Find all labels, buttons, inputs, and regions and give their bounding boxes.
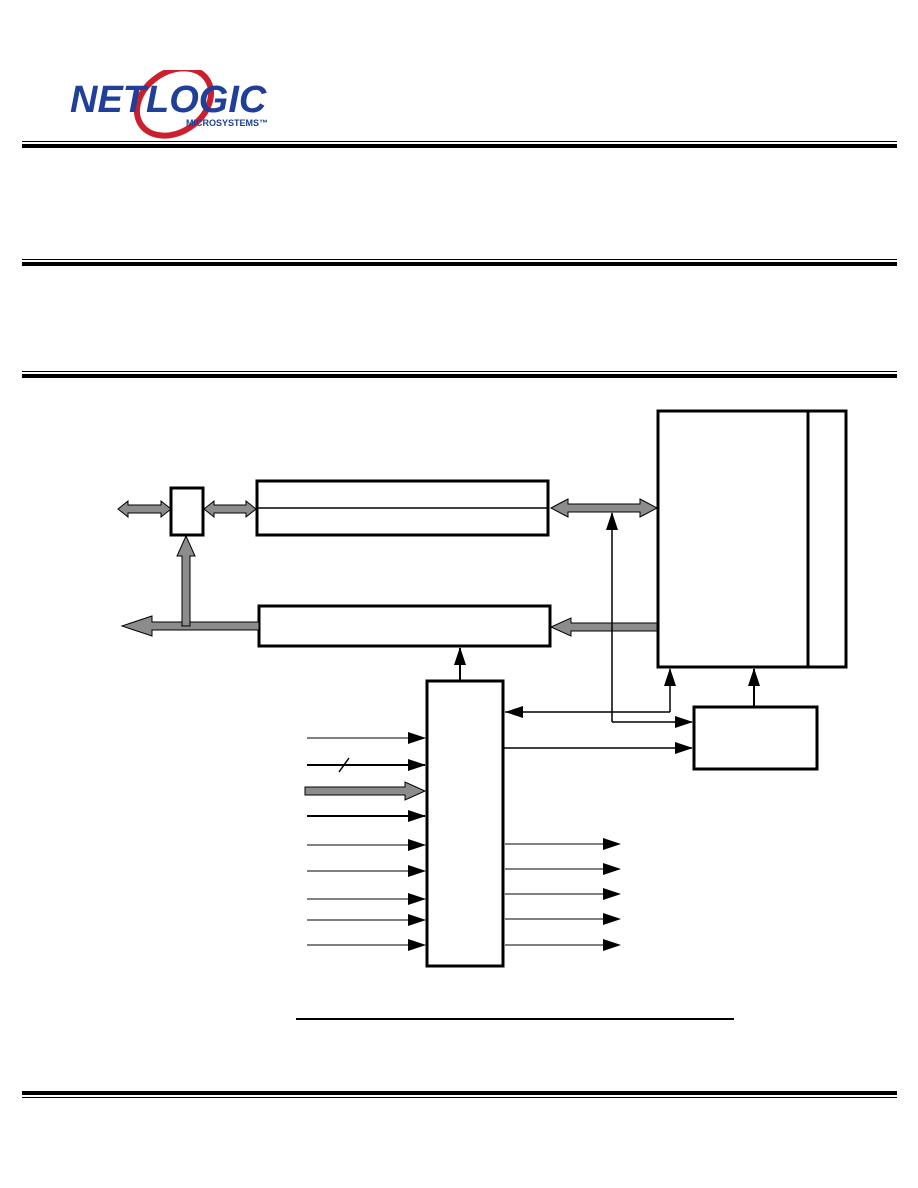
feedback-to-buffer-arrow: [176, 534, 196, 627]
array-side-column: [806, 409, 848, 669]
register-array-bus-arrow: [549, 498, 659, 518]
logo-swoosh: [133, 70, 215, 139]
control-input-bus: [304, 781, 427, 801]
block-diagram: [117, 409, 848, 968]
logo-graphic: NETLOGIC MICROSYSTEMS™: [70, 70, 268, 139]
bus-width-slash: [338, 757, 350, 773]
netlogic-logo: NETLOGIC MICROSYSTEMS™: [66, 70, 302, 142]
figure-caption-rule: [296, 1018, 734, 1020]
logo-wordmark: NETLOGIC: [70, 79, 267, 121]
header-rule: [22, 141, 897, 148]
footer-rule: [22, 1091, 897, 1098]
logo-subtext: MICROSYSTEMS™: [186, 118, 268, 128]
section-rule-2: [22, 371, 897, 378]
lower-right-block: [692, 705, 819, 771]
section-rule-1: [22, 259, 897, 266]
buffer-register-bus-arrow: [203, 499, 257, 519]
array-to-lower-register-arrow: [549, 617, 658, 637]
io-buffer-block: [169, 486, 205, 537]
lower-register-block: [257, 604, 552, 648]
control-logic-block: [425, 679, 505, 968]
external-data-bus-arrow: [117, 499, 172, 519]
control-array-link-head: [505, 706, 523, 718]
memory-array-block: [656, 409, 810, 669]
